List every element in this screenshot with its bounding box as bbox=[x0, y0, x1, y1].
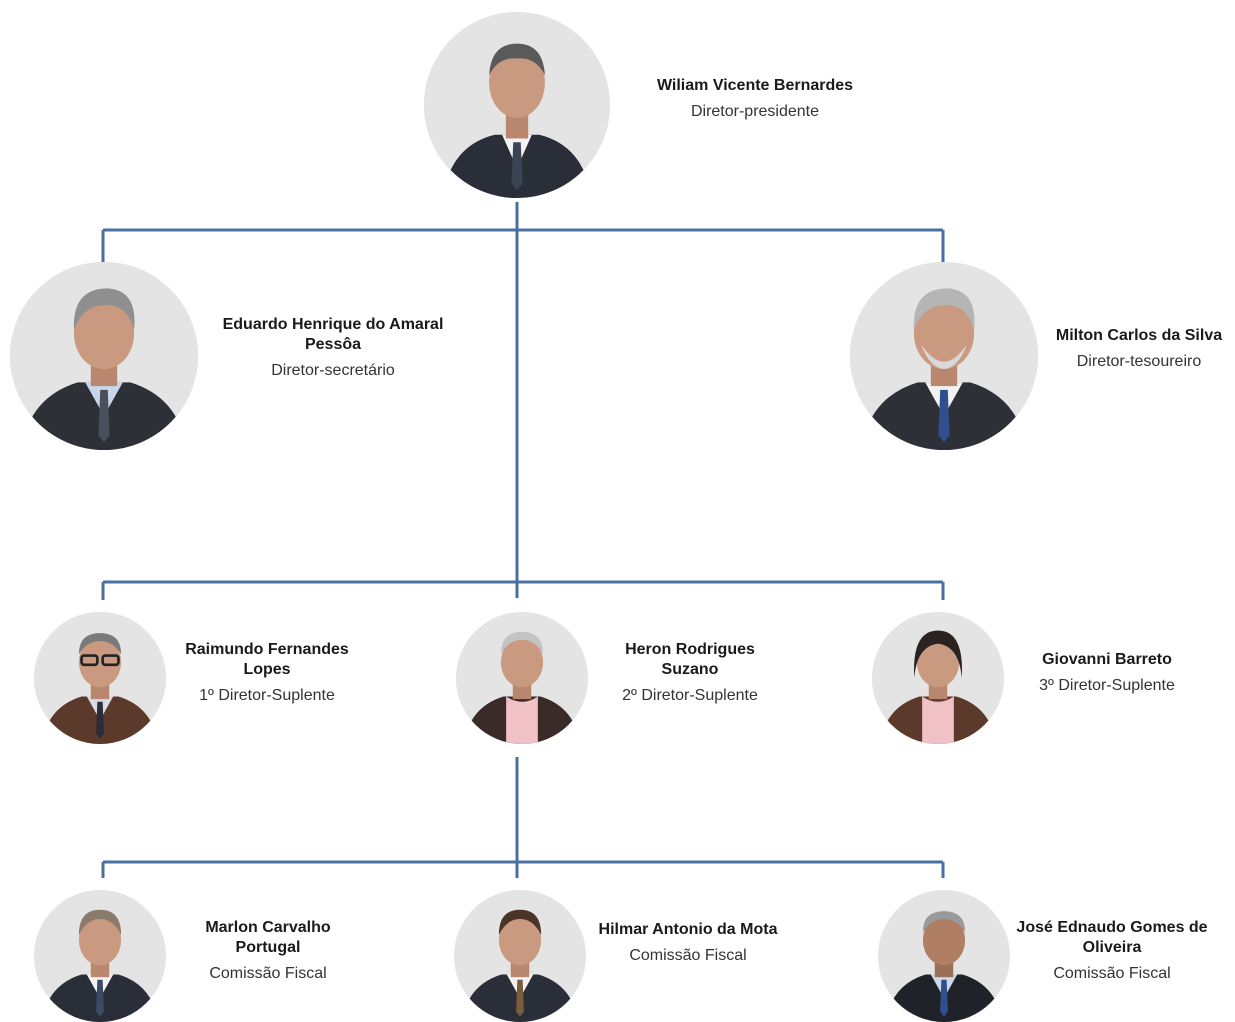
portrait-photo-alt2 bbox=[456, 612, 588, 744]
portrait-photo-alt1 bbox=[34, 612, 166, 744]
portrait-photo-secretary bbox=[10, 262, 198, 450]
person-role: Diretor-secretário bbox=[271, 362, 395, 379]
person-card-alt1: Raimundo Fernandes Lopes 1º Diretor-Supl… bbox=[172, 640, 362, 706]
portrait-photo-president bbox=[424, 12, 610, 198]
person-card-fiscal2: Hilmar Antonio da Mota Comissão Fiscal bbox=[598, 920, 778, 966]
person-name: Heron Rodrigues Suzano bbox=[625, 641, 755, 678]
person-name: José Ednaudo Gomes de Oliveira bbox=[1016, 919, 1208, 956]
person-role: 2º Diretor-Suplente bbox=[622, 687, 758, 704]
person-card-fiscal1: Marlon Carvalho Portugal Comissão Fiscal bbox=[178, 918, 358, 984]
person-role: Comissão Fiscal bbox=[1053, 965, 1171, 982]
portrait-photo-fiscal1 bbox=[34, 890, 166, 1022]
person-card-treasurer: Milton Carlos da Silva Diretor-tesoureir… bbox=[1044, 326, 1234, 372]
portrait-photo-alt3 bbox=[872, 612, 1004, 744]
person-name: Raimundo Fernandes Lopes bbox=[185, 641, 349, 678]
portrait-photo-treasurer bbox=[850, 262, 1038, 450]
person-name: Milton Carlos da Silva bbox=[1055, 327, 1223, 344]
person-card-fiscal3: José Ednaudo Gomes de Oliveira Comissão … bbox=[1012, 918, 1212, 984]
person-name: Wiliam Vicente Bernardes bbox=[656, 77, 854, 94]
person-role: 1º Diretor-Suplente bbox=[199, 687, 335, 704]
person-role: Diretor-tesoureiro bbox=[1076, 353, 1202, 370]
person-role: Comissão Fiscal bbox=[629, 947, 747, 964]
person-card-alt3: Giovanni Barreto 3º Diretor-Suplente bbox=[1012, 650, 1202, 696]
person-role: Diretor-presidente bbox=[690, 103, 820, 120]
person-role: 3º Diretor-Suplente bbox=[1039, 677, 1175, 694]
person-name: Hilmar Antonio da Mota bbox=[598, 921, 778, 938]
person-card-alt2: Heron Rodrigues Suzano 2º Diretor-Suplen… bbox=[600, 640, 780, 706]
portrait-photo-fiscal2 bbox=[454, 890, 586, 1022]
portrait-photo-fiscal3 bbox=[878, 890, 1010, 1022]
person-role: Comissão Fiscal bbox=[209, 965, 327, 982]
person-name: Giovanni Barreto bbox=[1042, 651, 1172, 668]
person-name: Eduardo Henrique do Amaral Pessôa bbox=[222, 316, 444, 353]
person-card-president: Wiliam Vicente Bernardes Diretor-preside… bbox=[620, 76, 890, 122]
person-card-secretary: Eduardo Henrique do Amaral Pessôa Direto… bbox=[203, 315, 463, 381]
person-name: Marlon Carvalho Portugal bbox=[205, 919, 331, 956]
